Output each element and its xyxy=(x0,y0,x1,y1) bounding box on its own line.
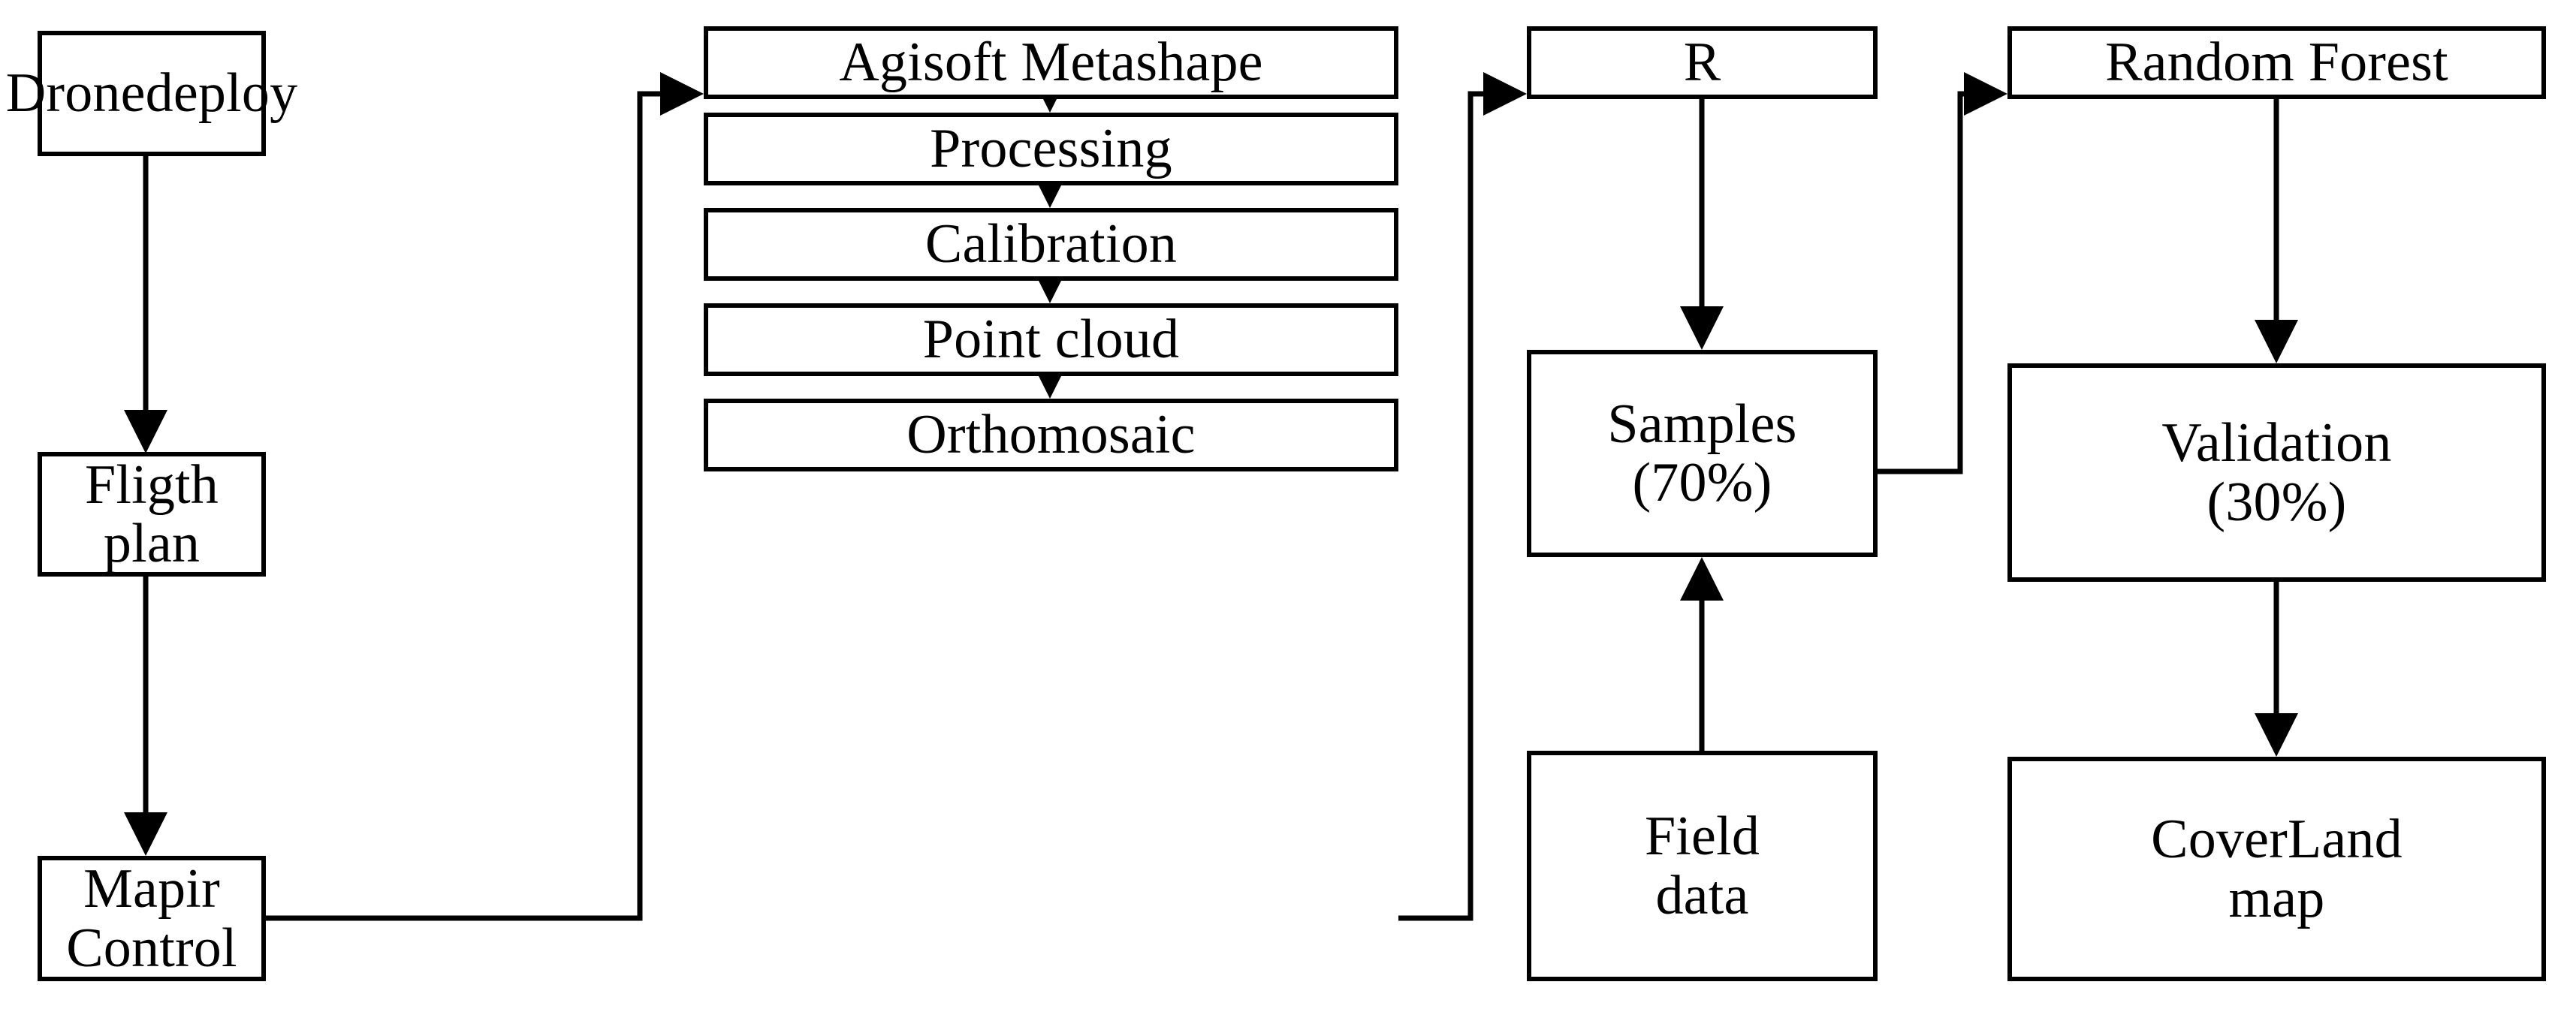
node-agisoft-metashape[interactable]: Agisoft Metashape xyxy=(704,26,1398,99)
node-samples-70-label: Samples (70%) xyxy=(1607,393,1797,514)
edge-dronedeploy-to-fligth-plan xyxy=(124,156,167,453)
edge-mapir-control-to-agisoft-metashape xyxy=(266,72,704,921)
node-mapir-control[interactable]: Mapir Control xyxy=(38,856,266,981)
edge-orthomosaic-to-r xyxy=(1398,72,1527,921)
node-processing[interactable]: Processing xyxy=(704,113,1398,185)
node-fligth-plan-label: Fligth plan xyxy=(84,453,219,574)
edge-validation-to-coverland-map xyxy=(2255,582,2298,757)
node-validation-30-label: Validation (30%) xyxy=(2161,412,2392,533)
node-calibration[interactable]: Calibration xyxy=(704,208,1398,281)
node-processing-label: Processing xyxy=(930,118,1172,180)
node-orthomosaic-label: Orthomosaic xyxy=(906,404,1196,466)
edge-r-to-samples xyxy=(1680,73,1724,350)
node-random-forest[interactable]: Random Forest xyxy=(2007,26,2546,99)
node-r-label: R xyxy=(1683,32,1721,94)
node-validation-30[interactable]: Validation (30%) xyxy=(2007,363,2546,582)
node-orthomosaic[interactable]: Orthomosaic xyxy=(704,399,1398,471)
node-field-data[interactable]: Field data xyxy=(1527,751,1878,981)
node-agisoft-metashape-label: Agisoft Metashape xyxy=(839,32,1263,94)
node-field-data-label: Field data xyxy=(1644,806,1760,926)
node-point-cloud[interactable]: Point cloud xyxy=(704,303,1398,376)
edge-field-data-to-samples xyxy=(1680,557,1724,751)
node-calibration-label: Calibration xyxy=(925,213,1178,276)
edge-random-forest-to-validation xyxy=(2255,73,2298,363)
node-dronedeploy-label: Dronedeploy xyxy=(5,62,298,125)
node-fligth-plan[interactable]: Fligth plan xyxy=(38,452,266,577)
node-random-forest-label: Random Forest xyxy=(2105,32,2448,94)
node-mapir-control-label: Mapir Control xyxy=(66,858,237,979)
edge-samples-to-random-forest xyxy=(1878,72,2007,474)
edge-fligth-plan-to-mapir-control xyxy=(124,577,167,856)
node-point-cloud-label: Point cloud xyxy=(922,309,1180,371)
node-r[interactable]: R xyxy=(1527,26,1878,99)
node-samples-70[interactable]: Samples (70%) xyxy=(1527,350,1878,557)
node-coverland-map[interactable]: CoverLand map xyxy=(2007,757,2546,981)
node-coverland-map-label: CoverLand map xyxy=(2151,809,2403,929)
node-dronedeploy[interactable]: Dronedeploy xyxy=(6,31,297,156)
